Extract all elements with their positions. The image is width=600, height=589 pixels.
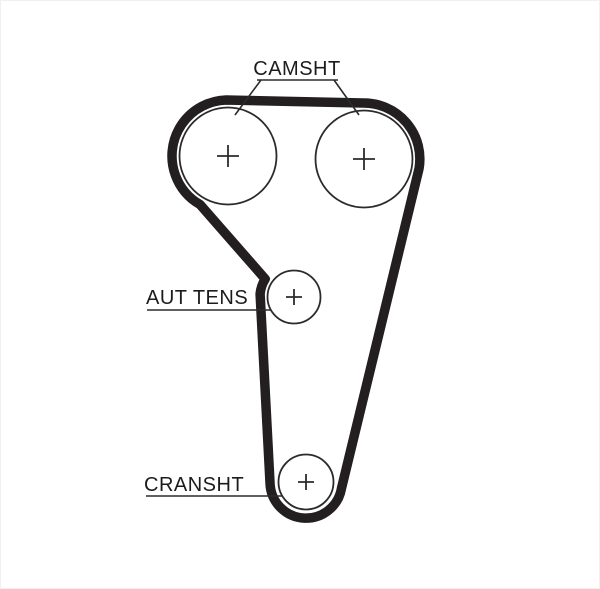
- camshaft-pulley-right-cross-icon: [353, 148, 375, 170]
- camshaft-pulley-right-circle: [314, 109, 414, 209]
- camshaft-label-group: CAMSHT: [234, 58, 360, 116]
- camshaft-label: CAMSHT: [253, 58, 340, 80]
- timing-belt-path: [167, 95, 425, 523]
- tensioner-label-group: AUT TENS: [146, 287, 271, 311]
- camshaft-pulley-left-circle: [178, 106, 278, 206]
- automatic-tensioner-circle: [266, 269, 322, 325]
- crankshaft-label: CRANSHT: [144, 474, 244, 496]
- camshaft-pulley-right: [314, 109, 414, 209]
- tensioner-label: AUT TENS: [146, 287, 248, 309]
- crankshaft-pulley-circle: [277, 453, 335, 511]
- crankshaft-pulley: [277, 453, 335, 511]
- automatic-tensioner-cross-icon: [286, 289, 302, 305]
- automatic-tensioner-pulley: [266, 269, 322, 325]
- camshaft-pulley-left-cross-icon: [217, 145, 239, 167]
- camshaft-leader-lines: [234, 79, 360, 116]
- camshaft-pulley-left: [178, 106, 278, 206]
- crankshaft-pulley-cross-icon: [298, 474, 314, 490]
- crankshaft-label-group: CRANSHT: [144, 474, 282, 497]
